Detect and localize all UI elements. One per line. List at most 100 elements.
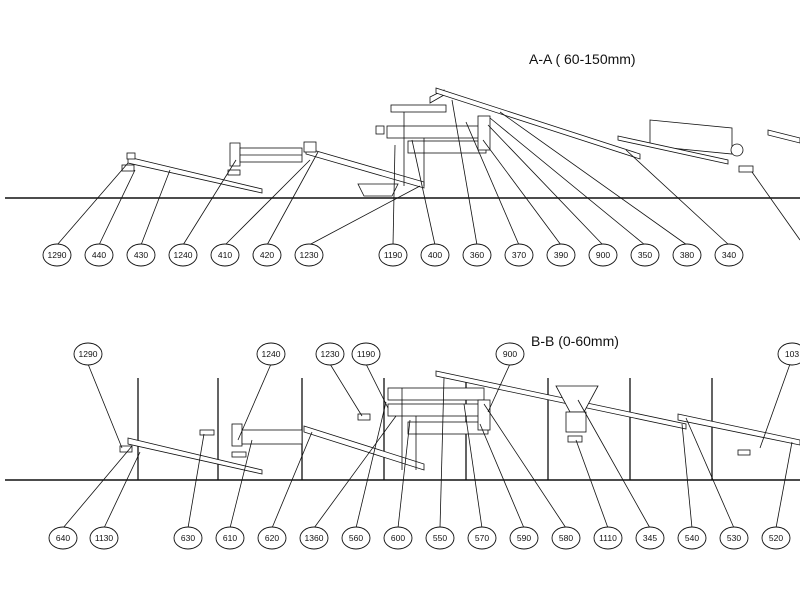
part-label: 570 (467, 526, 497, 550)
part-label-bubble (126, 243, 156, 267)
part-label-bubble (252, 243, 282, 267)
part-label-number: 420 (260, 250, 274, 260)
crusher-frame (407, 140, 487, 154)
part-label-bubble (378, 243, 408, 267)
conveyor-belt (305, 147, 425, 189)
part-label-number: 380 (680, 250, 694, 260)
part-label: 630 (173, 526, 203, 550)
part-label-bubble (173, 526, 203, 550)
crusher-frame (387, 387, 485, 401)
part-label: 1110 (593, 526, 623, 550)
part-label-bubble (714, 243, 744, 267)
part-label-bubble (257, 526, 287, 550)
part-label: 1290 (73, 342, 103, 366)
part-label-number: 103 (785, 349, 799, 359)
part-label-number: 400 (428, 250, 442, 260)
part-label: 1190 (351, 342, 381, 366)
tipping-bin (357, 183, 399, 197)
part-label: 103 (777, 342, 800, 366)
part-label-bubble (635, 526, 665, 550)
part-label: 550 (425, 526, 455, 550)
part-label-number: 1240 (174, 250, 193, 260)
part-label-number: 410 (218, 250, 232, 260)
part-label: 345 (635, 526, 665, 550)
section-b-b-equipment (119, 370, 800, 480)
part-label-bubble (630, 243, 660, 267)
conveyor-belt (229, 142, 241, 167)
part-label-number: 390 (554, 250, 568, 260)
part-label-bubble (462, 243, 492, 267)
upper-conveyor (390, 104, 447, 113)
head-pulley (126, 152, 136, 160)
washing-machine (649, 119, 733, 155)
part-label: 1240 (168, 243, 198, 267)
part-label-bubble (761, 526, 791, 550)
part-label-bubble (42, 243, 72, 267)
conveyor-belt (677, 413, 800, 446)
part-label-number: 610 (223, 533, 237, 543)
chute (737, 449, 751, 456)
part-label-bubble (504, 243, 534, 267)
part-label-bubble (89, 526, 119, 550)
part-label: 600 (383, 526, 413, 550)
part-label: 380 (672, 243, 702, 267)
part-label-number: 550 (433, 533, 447, 543)
part-label: 340 (714, 243, 744, 267)
part-label-number: 520 (769, 533, 783, 543)
part-label: 1230 (294, 243, 324, 267)
part-label-bubble (294, 243, 324, 267)
part-label-number: 370 (512, 250, 526, 260)
part-label-bubble (551, 526, 581, 550)
part-label: 1130 (89, 526, 119, 550)
part-label: 900 (588, 243, 618, 267)
conveyor-belt (435, 87, 641, 160)
part-label-number: 590 (517, 533, 531, 543)
part-label-number: 1290 (79, 349, 98, 359)
part-label-bubble (48, 526, 78, 550)
part-label-number: 600 (391, 533, 405, 543)
part-label: 430 (126, 243, 156, 267)
part-label-number: 1190 (357, 349, 376, 359)
drive-wheel (730, 143, 744, 157)
part-label-number: 620 (265, 533, 279, 543)
section-a-a-title: A-A ( 60-150mm) (529, 51, 636, 67)
part-label-bubble (777, 342, 800, 366)
part-label-number: 360 (470, 250, 484, 260)
part-label-bubble (383, 526, 413, 550)
part-label: 580 (551, 526, 581, 550)
section-b-b-top-part-labels: 1290 1240 1230 1190 900 103 (73, 342, 800, 366)
part-label: 1230 (315, 342, 345, 366)
conveyor-belt (767, 129, 800, 144)
part-label-bubble (509, 526, 539, 550)
part-label-bubble (719, 526, 749, 550)
part-label: 350 (630, 243, 660, 267)
part-label: 640 (48, 526, 78, 550)
feed-hopper (119, 445, 133, 453)
part-label-bubble (351, 342, 381, 366)
part-label-number: 440 (92, 250, 106, 260)
crusher-base (565, 411, 587, 433)
part-label-bubble (677, 526, 707, 550)
section-b-b-title: B-B (0-60mm) (531, 333, 619, 349)
part-label: 620 (257, 526, 287, 550)
part-label-number: 340 (722, 250, 736, 260)
part-label-number: 345 (643, 533, 657, 543)
part-label-bubble (315, 342, 345, 366)
part-label-bubble (546, 243, 576, 267)
part-label-bubble (588, 243, 618, 267)
conveyor-belt (617, 135, 729, 165)
part-label-number: 900 (503, 349, 517, 359)
part-label-bubble (593, 526, 623, 550)
part-label-number: 1230 (321, 349, 340, 359)
part-label-bubble (420, 243, 450, 267)
part-label-bubble (73, 342, 103, 366)
part-label: 1290 (42, 243, 72, 267)
discharge-chute (738, 165, 754, 173)
part-label: 420 (252, 243, 282, 267)
part-label: 520 (761, 526, 791, 550)
crusher-frame (387, 403, 487, 417)
part-label-number: 430 (134, 250, 148, 260)
part-label-number: 1240 (262, 349, 281, 359)
